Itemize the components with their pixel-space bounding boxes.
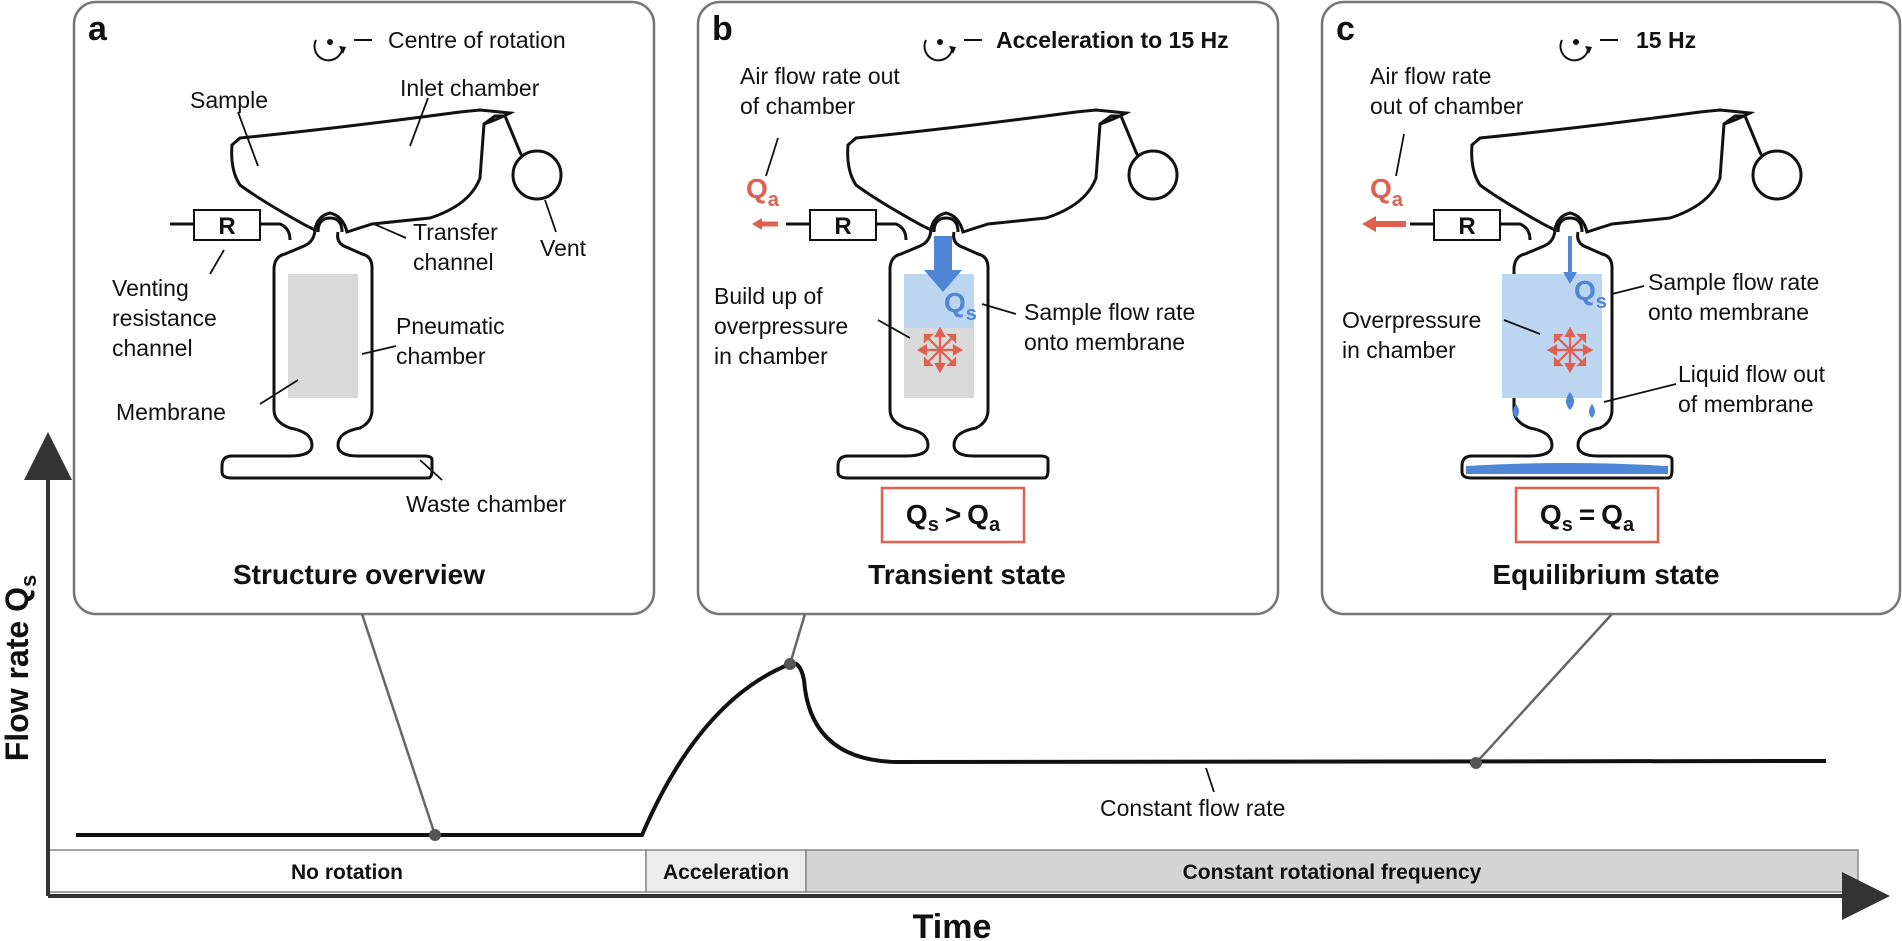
label-waste-chamber: Waste chamber [406, 491, 567, 517]
equation-b: Qs>Qa [906, 499, 1001, 536]
x-axis-label: Time [913, 908, 992, 941]
label-inlet-chamber: Inlet chamber [400, 75, 540, 101]
resistor-label-c: R [1458, 213, 1475, 240]
label-sample-flow-2: onto membrane [1648, 299, 1809, 325]
overpressure-icon [1547, 327, 1593, 373]
label-sample: Sample [190, 87, 268, 113]
panel-a: a Centre of rotation R Sample Inlet cham… [72, 0, 656, 616]
qa-symbol-b: Q [746, 173, 768, 204]
resistor-label-b: R [834, 213, 851, 240]
label-overpressure-1: Overpressure [1342, 307, 1481, 333]
equation-box-c [1514, 486, 1660, 544]
y-axis-label: Flow rate Qs [0, 575, 41, 762]
label-liquid-flow-2: of membrane [1678, 391, 1814, 417]
phase-label-acceleration: Acceleration [663, 861, 789, 884]
panel-a-title: Structure overview [233, 559, 485, 590]
rotation-label-c: 15 Hz [1636, 27, 1696, 53]
marker-point-c [1470, 757, 1482, 769]
panel-b: b Acceleration to 15 Hz R Qa Qs Air flow… [696, 0, 1280, 616]
marker-point-a [429, 829, 441, 841]
phase-constant [805, 849, 1859, 893]
label-air-flow-1: Air flow rate [1370, 63, 1491, 89]
waste-fill [1466, 463, 1668, 474]
label-air-flow-2: out of chamber [1370, 93, 1524, 119]
svg-text:Qs: Qs [944, 287, 977, 325]
label-buildup-2: overpressure [714, 313, 848, 339]
panel-b-letter: b [712, 10, 733, 48]
label-membrane: Membrane [116, 399, 226, 425]
rotation-label-a: Centre of rotation [388, 27, 566, 53]
phase-label-constant: Constant rotational frequency [1183, 861, 1482, 884]
sample-flow-arrow [924, 236, 962, 292]
droplets [1513, 392, 1595, 418]
qs-symbol-c: Q [1574, 275, 1596, 306]
label-venting-2: resistance [112, 305, 217, 331]
resistor-c [1433, 209, 1501, 241]
svg-text:Qs: Qs [1574, 275, 1607, 313]
equation-box-b [880, 486, 1026, 544]
svg-text:Qa: Qa [746, 173, 780, 211]
qa-symbol-c: Q [1370, 173, 1392, 204]
flow-rate-plot: No rotation Acceleration Constant rotati… [0, 432, 1890, 941]
label-sample-flow-1: Sample flow rate [1648, 269, 1819, 295]
panel-connectors [360, 613, 1613, 836]
resistor-a [193, 209, 261, 241]
sample-flow-arrow [1563, 272, 1577, 284]
label-overpressure-2: in chamber [1342, 337, 1456, 363]
label-transfer-2: channel [413, 249, 494, 275]
label-air-flow-2: of chamber [740, 93, 855, 119]
label-transfer-1: Transfer [413, 219, 498, 245]
svg-text:Qa: Qa [1370, 173, 1404, 211]
resistor-b [809, 209, 877, 241]
label-venting-3: channel [112, 335, 193, 361]
label-buildup-1: Build up of [714, 283, 823, 309]
membrane-a [288, 274, 358, 398]
panel-b-title: Transient state [868, 559, 1066, 590]
label-venting-1: Venting [112, 275, 189, 301]
label-pneumatic-1: Pneumatic [396, 313, 505, 339]
label-air-flow-1: Air flow rate out [740, 63, 900, 89]
label-liquid-flow-1: Liquid flow out [1678, 361, 1826, 387]
qs-symbol-b: Q [944, 287, 966, 318]
label-buildup-3: in chamber [714, 343, 828, 369]
panel-c: c 15 Hz R Qa Qs [1320, 0, 1902, 616]
panel-c-title: Equilibrium state [1492, 559, 1719, 590]
label-sample-flow-1: Sample flow rate [1024, 299, 1195, 325]
resistor-label-a: R [218, 213, 235, 240]
label-sample-flow-2: onto membrane [1024, 329, 1185, 355]
label-vent: Vent [540, 235, 587, 261]
marker-point-b [784, 658, 796, 670]
overpressure-icon [917, 327, 963, 373]
phase-label-no-rotation: No rotation [291, 861, 403, 884]
label-constant-flow: Constant flow rate [1100, 795, 1285, 821]
equation-c: Qs=Qa [1540, 499, 1635, 536]
panel-a-letter: a [88, 10, 108, 48]
phase-acceleration [645, 849, 807, 893]
label-pneumatic-2: chamber [396, 343, 486, 369]
panel-c-letter: c [1336, 10, 1355, 48]
rotation-label-b: Acceleration to 15 Hz [996, 27, 1229, 53]
flow-rate-curve [76, 661, 1827, 837]
